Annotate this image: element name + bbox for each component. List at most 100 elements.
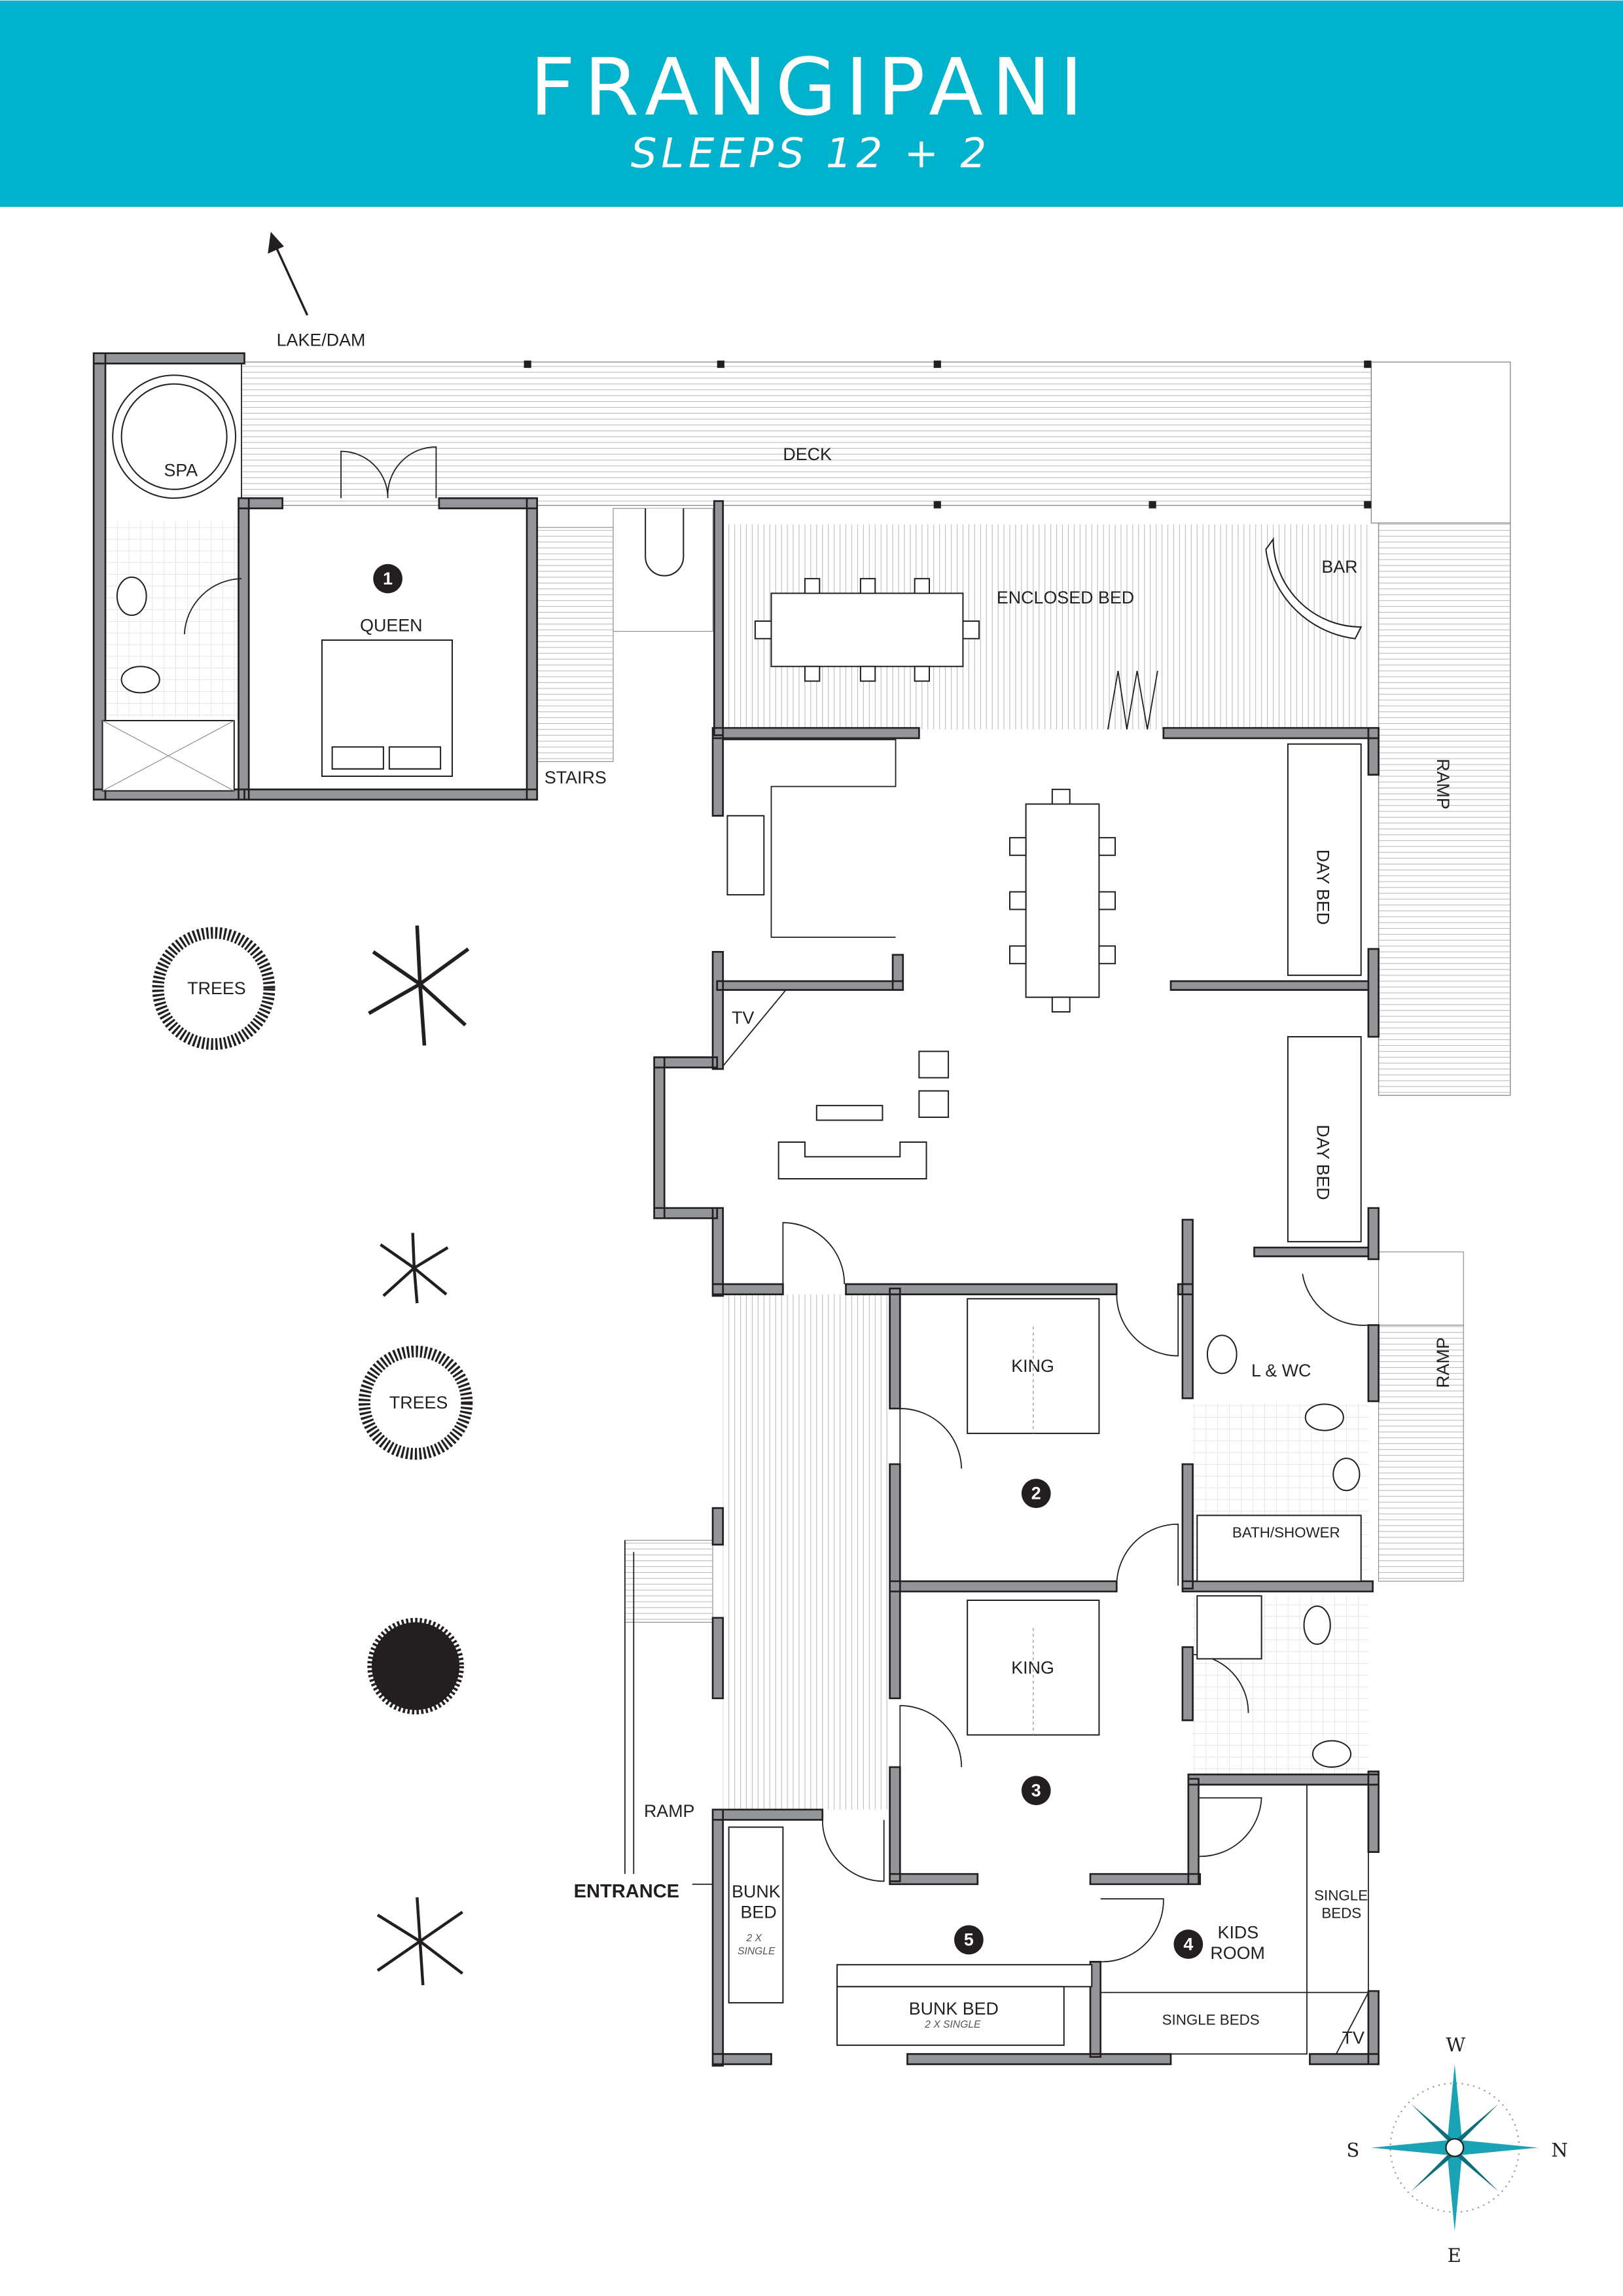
- outdoor-shower-icon: [645, 508, 685, 577]
- ramp-mid: [1378, 1325, 1464, 1582]
- bunk-room-door[interactable]: [821, 1820, 885, 1882]
- day-bed-1: [1287, 743, 1362, 977]
- living-door[interactable]: [782, 1222, 846, 1284]
- ramp-top-label: RAMP: [1433, 759, 1453, 810]
- compass-e: E: [1448, 2244, 1461, 2267]
- kids-room-label-2: ROOM: [1210, 1943, 1264, 1963]
- l-wc-label: L & WC: [1251, 1361, 1311, 1380]
- walls: [92, 352, 1380, 2067]
- tree-icon-solid: [367, 1617, 464, 1715]
- room-number-badge-4: [1173, 1929, 1204, 1959]
- bunk-bottom-note: 2 X SINGLE: [924, 2019, 981, 2030]
- bath-shower-label: BATH/SHOWER: [1232, 1524, 1340, 1541]
- bunk-bottom-label: BUNK BED: [909, 1999, 999, 2018]
- wc-toilet-icon: [1206, 1335, 1238, 1374]
- tv-corner-living: [722, 989, 787, 1067]
- enclosed-bed-label: ENCLOSED BED: [997, 588, 1134, 607]
- ensuite-3-basin-icon: [1311, 1740, 1352, 1768]
- room-number-5: 5: [964, 1930, 974, 1950]
- bathtub: [1196, 1515, 1362, 1582]
- outdoor-table: [770, 592, 964, 668]
- tree-icon-ring-1: [152, 927, 276, 1050]
- room-number-2: 2: [1031, 1484, 1041, 1503]
- entrance-ramp: [624, 1539, 713, 1623]
- entrance-label: ENTRANCE: [574, 1881, 679, 1902]
- tv-kids-label: TV: [1342, 2028, 1364, 2048]
- compass-w: W: [1446, 2034, 1465, 2056]
- single-beds-bottom: [1099, 1992, 1308, 2055]
- coffee-table: [815, 1105, 883, 1121]
- tree-icon-branches-3: [376, 1897, 464, 1986]
- lake-label: LAKE/DAM: [277, 331, 366, 350]
- tree-icon-branches-1: [368, 925, 470, 1046]
- ramp-mid-landing: [1378, 1251, 1464, 1326]
- bunk-side-note-1: 2 X: [745, 1933, 762, 1944]
- entrance-deck: [722, 1294, 890, 1810]
- outdoor-chairs: [754, 578, 980, 682]
- spa-inner: [120, 383, 228, 490]
- room-number-badge-2: [1021, 1479, 1051, 1509]
- king-2-label: KING: [1011, 1658, 1054, 1677]
- spa-label: SPA: [164, 461, 198, 480]
- ramp-mid-label: RAMP: [1433, 1337, 1453, 1388]
- compass-n: N: [1551, 2139, 1567, 2161]
- bedroom-3-door[interactable]: [1198, 1797, 1262, 1857]
- trees-2-label: TREES: [389, 1393, 448, 1412]
- shower-tray: [1196, 1595, 1262, 1660]
- wc-door[interactable]: [1302, 1274, 1368, 1326]
- kitchen-counter: [722, 739, 897, 938]
- deck: [241, 361, 1372, 506]
- ramp-entrance-label: RAMP: [644, 1801, 695, 1821]
- dining-chairs: [1009, 789, 1116, 1013]
- bedroom-2-door[interactable]: [1116, 1294, 1179, 1357]
- tv-corner-kids: [1335, 1992, 1369, 2054]
- bunk-bed-side: [728, 1826, 784, 2003]
- room-number-4: 4: [1183, 1934, 1193, 1954]
- ensuite-door[interactable]: [183, 578, 242, 635]
- bunk-side-note-2: SINGLE: [738, 1946, 776, 1957]
- header-banner: FRANGIPANI SLEEPS 12 + 2: [0, 0, 1623, 207]
- tree-icon-branches-2: [380, 1232, 449, 1304]
- deck-label: DECK: [783, 444, 832, 464]
- basin-icon: [116, 576, 147, 617]
- room-number-badge-5: [954, 1925, 984, 1955]
- day-bed-1-label: DAY BED: [1313, 850, 1333, 925]
- trees-1-label: TREES: [187, 978, 245, 998]
- room-number-badge-1: [373, 564, 402, 594]
- bedroom-2-side-door[interactable]: [899, 1408, 963, 1469]
- single-beds-bottom-label: SINGLE BEDS: [1162, 2012, 1260, 2028]
- ramp-landing: [1370, 361, 1511, 524]
- bifold-door[interactable]: [1107, 670, 1158, 730]
- ensuite-tiles: [99, 520, 241, 718]
- armchairs: [918, 1050, 950, 1119]
- room-number-1: 1: [383, 569, 393, 588]
- bedroom-2-ensuite-door[interactable]: [1116, 1523, 1179, 1586]
- bunk-side-label-1: BUNK: [732, 1882, 781, 1901]
- tv-living-label: TV: [732, 1008, 754, 1028]
- sink-icon: [726, 815, 765, 896]
- bar-counter: [1265, 537, 1363, 639]
- bedroom-3-side-door[interactable]: [899, 1705, 963, 1767]
- ramp-top: [1378, 522, 1511, 1096]
- bunk-bed-bottom: [836, 1986, 1065, 2046]
- stairs-label: STAIRS: [544, 768, 607, 787]
- room-number-3: 3: [1031, 1781, 1041, 1801]
- room-number-badge-3: [1021, 1776, 1051, 1806]
- bunk-shelf: [836, 1964, 1093, 1988]
- page-title: FRANGIPANI: [530, 42, 1092, 134]
- bath-basin-icon: [1332, 1458, 1361, 1492]
- queen-label: QUEEN: [360, 616, 422, 636]
- day-bed-2: [1287, 1036, 1362, 1243]
- queen-french-doors[interactable]: [340, 446, 437, 499]
- bath-toilet-icon: [1304, 1403, 1344, 1431]
- dining-table: [1025, 803, 1100, 998]
- compass-s: S: [1346, 2139, 1359, 2161]
- sofa: [777, 1141, 927, 1179]
- bunk-side-label-2: BED: [741, 1902, 777, 1922]
- kids-room-label-1: KIDS: [1218, 1923, 1259, 1943]
- lake-arrow-icon: [268, 232, 309, 316]
- day-bed-2-label: DAY BED: [1313, 1124, 1333, 1200]
- kids-room-door[interactable]: [1100, 1898, 1164, 1963]
- single-beds-side-label-2: BEDS: [1321, 1905, 1361, 1921]
